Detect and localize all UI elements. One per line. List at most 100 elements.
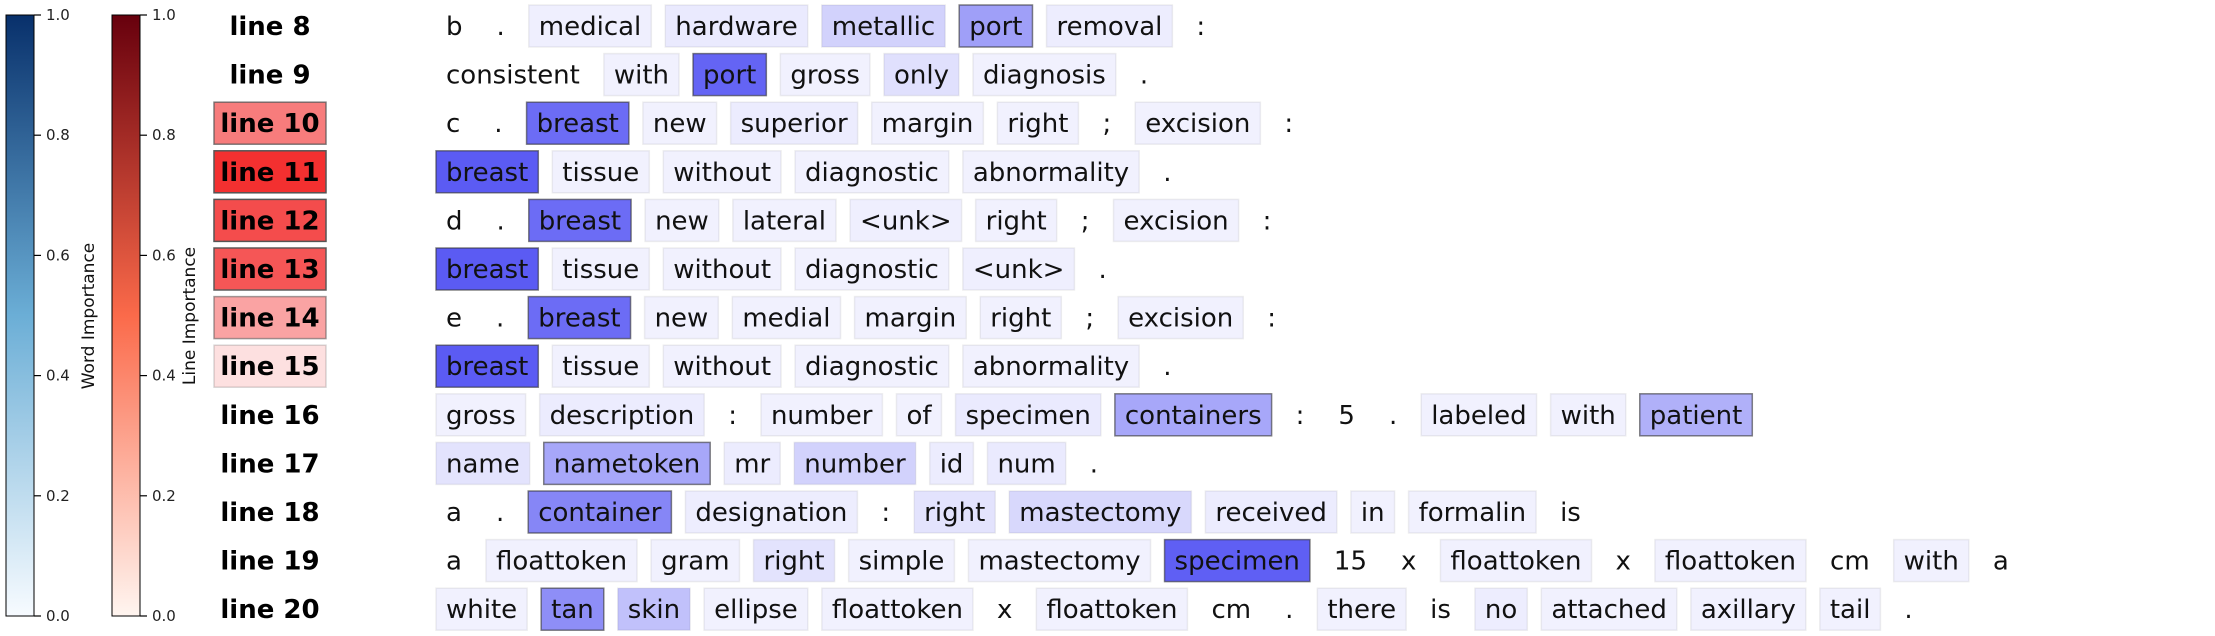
- word-importance-box: [435, 150, 540, 194]
- word-token: ellipse: [714, 595, 798, 625]
- word-token: a: [446, 498, 462, 528]
- line-label: line 15: [220, 352, 319, 382]
- word-token: right: [764, 547, 825, 577]
- word-token: .: [494, 109, 502, 139]
- word-token: id: [940, 449, 964, 479]
- word-importance-box: [793, 441, 917, 486]
- word-token: e: [446, 304, 462, 334]
- line-label: line 12: [220, 206, 319, 236]
- word-token: floattoken: [1450, 547, 1581, 577]
- word-importance-box: [542, 441, 711, 486]
- word-token: only: [894, 61, 949, 91]
- line-label: line 16: [220, 401, 319, 431]
- word-importance-box: [1892, 538, 1970, 583]
- word-token: right: [1007, 109, 1068, 139]
- word-importance-box: [435, 393, 527, 437]
- word-tick-label: 0.2: [46, 487, 70, 505]
- word-token: with: [1904, 547, 1959, 577]
- line-label: line 8: [229, 12, 310, 42]
- word-importance-box: [703, 587, 809, 631]
- word-importance-box: [794, 150, 950, 194]
- word-importance-box: [967, 538, 1152, 583]
- word-token: <unk>: [973, 255, 1065, 285]
- line-importance-box: [213, 150, 327, 194]
- word-token: port: [969, 12, 1022, 42]
- word-importance-box: [662, 344, 782, 388]
- word-token: diagnosis: [983, 61, 1106, 91]
- word-token: lateral: [743, 206, 826, 236]
- word-importance-box: [551, 150, 651, 194]
- word-token: a: [1993, 547, 2009, 577]
- word-token: abnormality: [973, 352, 1129, 382]
- word-token: is: [1560, 498, 1581, 528]
- line-label: line 11: [220, 158, 319, 188]
- word-importance-box: [1114, 393, 1273, 437]
- word-token: specimen: [1175, 547, 1300, 577]
- word-token: no: [1485, 595, 1517, 625]
- word-token: breast: [538, 304, 620, 334]
- word-token: ;: [1085, 304, 1094, 334]
- word-token: breast: [446, 352, 528, 382]
- word-importance-box: [650, 538, 741, 583]
- word-importance-box: [527, 490, 673, 534]
- word-importance-box: [794, 247, 950, 291]
- word-token: metallic: [832, 12, 935, 42]
- word-token: cm: [1830, 547, 1870, 577]
- word-token: .: [1090, 449, 1098, 479]
- word-token: :: [881, 498, 890, 528]
- word-importance-box: [662, 150, 782, 194]
- word-token: port: [703, 61, 756, 91]
- line-tick-label: 0.6: [152, 246, 176, 264]
- word-importance-box: [1474, 587, 1529, 631]
- word-token: new: [655, 304, 709, 334]
- word-token: of: [906, 401, 932, 431]
- word-importance-box: [644, 198, 720, 243]
- word-token: diagnostic: [805, 255, 939, 285]
- word-tick-label: 0.8: [46, 126, 70, 144]
- word-importance-box: [996, 101, 1080, 145]
- word-token: tissue: [562, 352, 639, 382]
- word-token: labeled: [1431, 401, 1526, 431]
- word-token: nametoken: [554, 449, 700, 479]
- word-token: floattoken: [1046, 595, 1177, 625]
- word-token: ;: [1081, 206, 1090, 236]
- word-importance-box: [1112, 198, 1240, 243]
- word-importance-box: [986, 441, 1067, 486]
- word-importance-box: [1350, 490, 1396, 534]
- word-importance-box: [1439, 538, 1593, 583]
- word-importance-colorbar: 0.00.20.40.60.81.0 Word Importance: [5, 6, 99, 625]
- word-importance-box: [895, 393, 943, 437]
- word-importance-box: [1163, 538, 1311, 583]
- word-importance-box: [435, 344, 540, 388]
- word-importance-box: [821, 587, 974, 631]
- word-token: received: [1215, 498, 1327, 528]
- word-token: a: [446, 547, 462, 577]
- word-token: formalin: [1419, 498, 1526, 528]
- word-importance-box: [1134, 101, 1262, 145]
- word-importance-box: [752, 538, 836, 583]
- word-token: new: [655, 206, 709, 236]
- word-token: .: [1389, 401, 1397, 431]
- word-token: .: [496, 498, 504, 528]
- word-importance-box: [603, 52, 680, 97]
- line-colorbar-fill: [111, 14, 141, 617]
- word-importance-box: [540, 587, 605, 631]
- word-token: gross: [790, 61, 860, 91]
- line-importance-box: [213, 344, 327, 388]
- word-importance-box: [551, 247, 651, 291]
- word-token: 5: [1338, 401, 1355, 431]
- word-token: ;: [1102, 109, 1111, 139]
- word-token: b: [446, 12, 463, 42]
- word-token: without: [673, 352, 771, 382]
- word-token: description: [550, 401, 695, 431]
- word-token: medial: [742, 304, 830, 334]
- word-token: margin: [882, 109, 974, 139]
- word-tick-label: 0.6: [46, 246, 70, 264]
- word-token: floattoken: [832, 595, 963, 625]
- word-token: right: [990, 304, 1051, 334]
- word-importance-box: [962, 150, 1140, 194]
- word-token: gram: [661, 547, 729, 577]
